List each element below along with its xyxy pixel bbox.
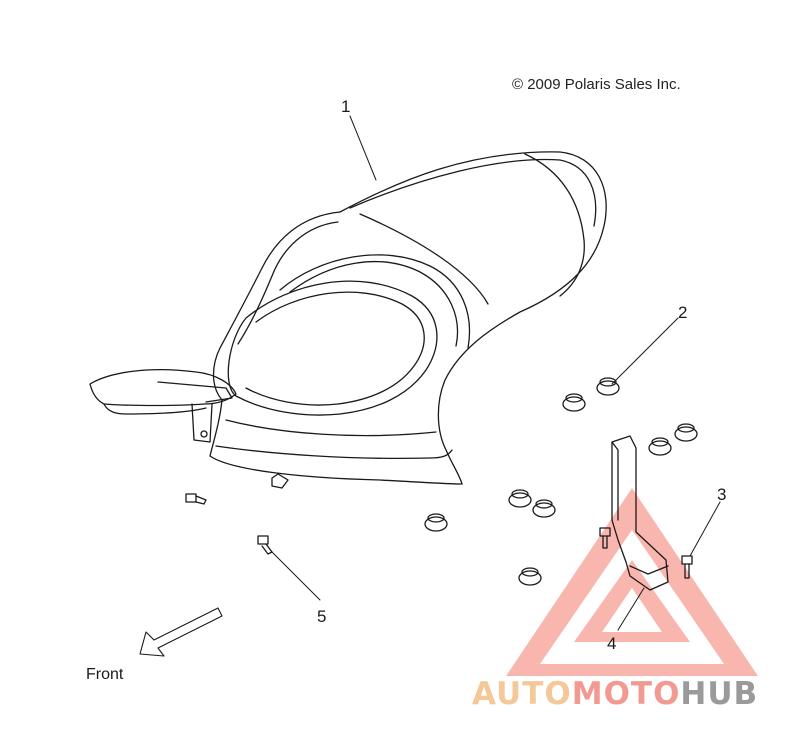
leader-lines (271, 115, 721, 631)
grommet-icon (674, 423, 698, 442)
watermark-hub: HUB (680, 676, 759, 712)
bolt-icon (599, 527, 611, 549)
copyright-text: © 2009 Polaris Sales Inc. (512, 76, 681, 93)
front-arrow-icon (139, 607, 223, 657)
bolt-icon (681, 555, 693, 579)
front-direction-label: Front (86, 666, 124, 683)
grommet-icon (518, 567, 542, 586)
seat-drawing (89, 151, 607, 489)
bolt-group (599, 527, 693, 579)
callout-3: 3 (717, 485, 727, 504)
watermark-auto: AUTO (472, 676, 572, 712)
callout-4: 4 (607, 634, 617, 653)
grommet-icon (424, 513, 448, 532)
screw-icon (185, 493, 207, 505)
watermark-logo: AUTOMOTOHUB (472, 676, 758, 712)
watermark-moto: MOTO (571, 676, 681, 712)
screw-icon (257, 535, 273, 555)
screw-group (185, 493, 273, 555)
grommet-icon (532, 499, 556, 518)
grommet-icon (508, 489, 532, 508)
watermark-triangle (506, 488, 758, 676)
callout-5: 5 (317, 607, 327, 626)
grommet-group (424, 377, 698, 586)
callout-2: 2 (678, 303, 688, 322)
callout-1: 1 (341, 97, 351, 116)
bracket-drawing (611, 435, 669, 591)
grommet-icon (596, 377, 620, 396)
grommet-icon (562, 393, 586, 412)
grommet-icon (648, 437, 672, 456)
